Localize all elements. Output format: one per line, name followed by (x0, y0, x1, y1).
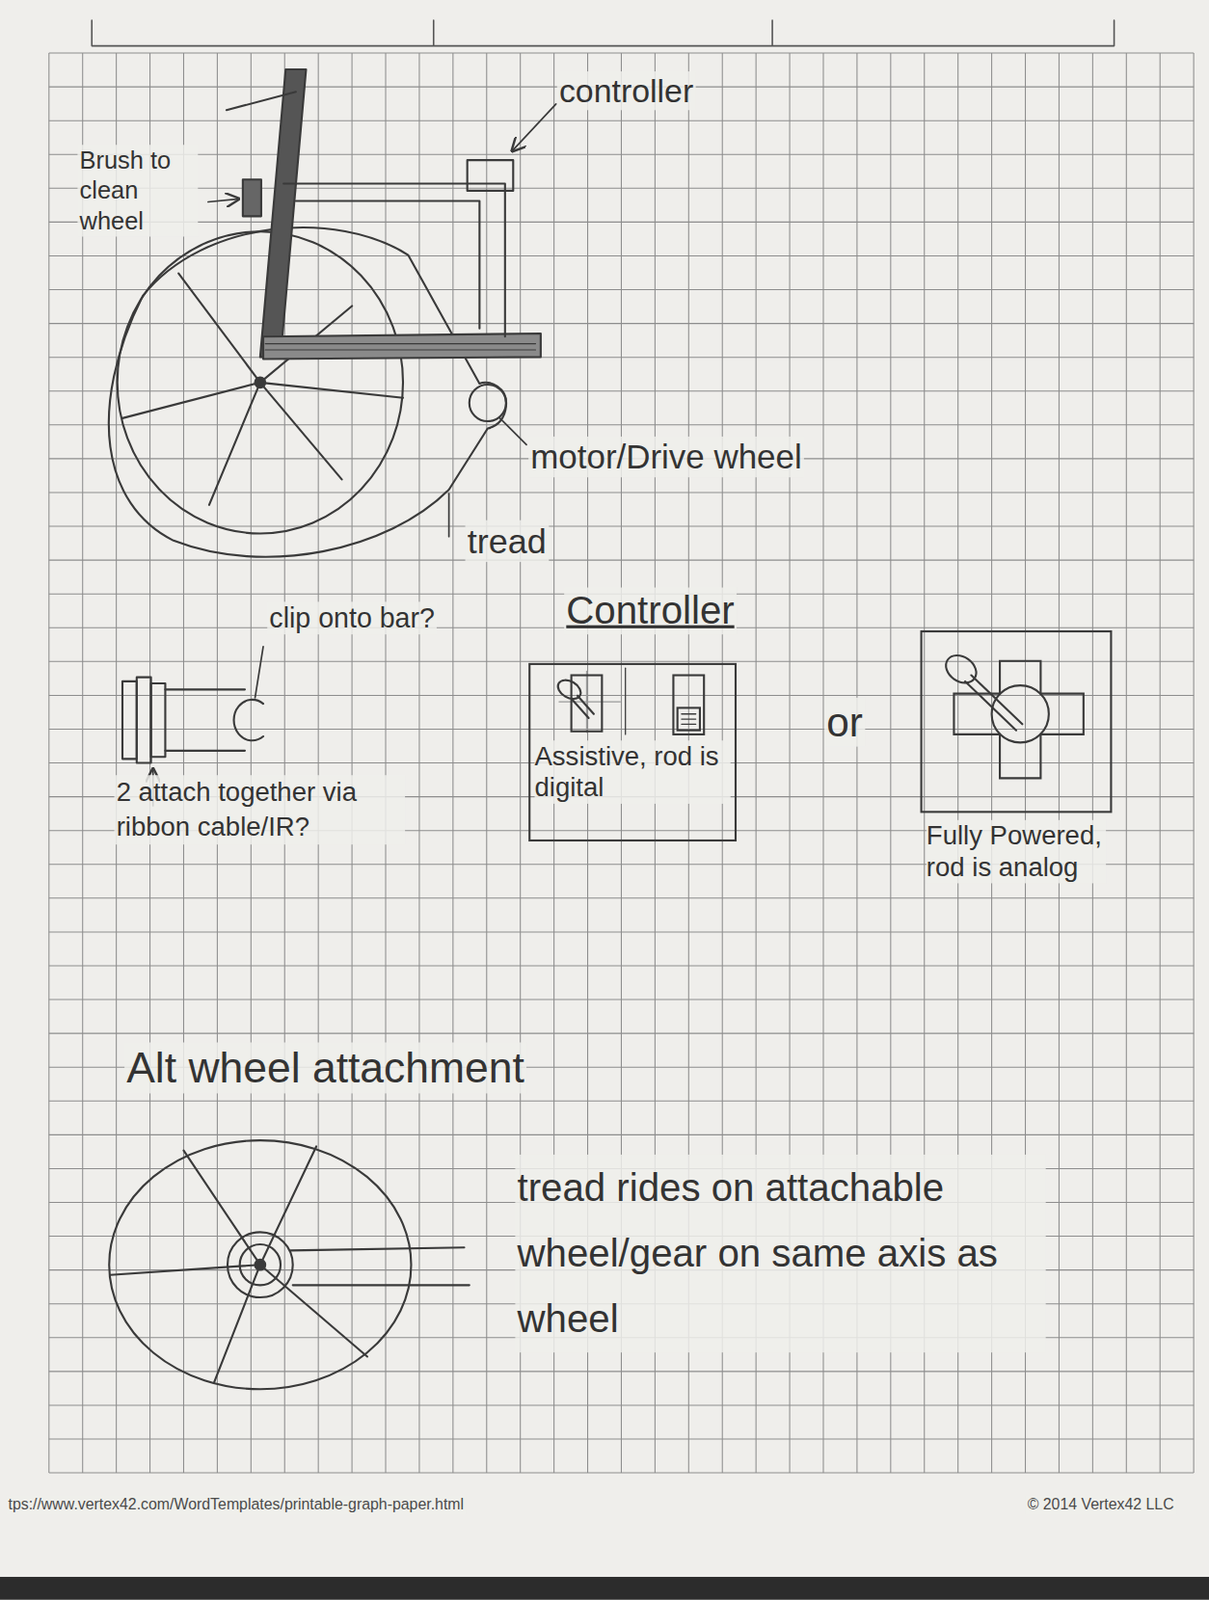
wheel-spokes (109, 1146, 368, 1382)
backrest-bar (260, 69, 307, 357)
grid-line (49, 1033, 1194, 1035)
grid-line (49, 356, 1194, 358)
part-label: motor/Drive wheel (528, 436, 805, 478)
wheel-hub (255, 1260, 267, 1271)
brush (242, 179, 262, 216)
clip-disc (122, 681, 137, 759)
grid-line (49, 52, 1194, 54)
grid-line (49, 390, 1194, 392)
wheel-hub (255, 377, 267, 389)
attach-gear (240, 1244, 281, 1286)
joystick-rod (965, 675, 1022, 731)
grid-line (49, 695, 1194, 697)
grid-line (49, 424, 1194, 426)
grid-line (49, 221, 1194, 223)
option-caption: Assistive, rod is digital (535, 740, 731, 805)
wheel-rim (117, 231, 403, 534)
clip-disc (151, 683, 166, 757)
note: tread rides on attachable wheel/gear on … (514, 1155, 1046, 1353)
leader-arrow (511, 104, 557, 152)
controller-art (920, 630, 1113, 813)
controller-box-small (467, 160, 514, 191)
note: clip onto bar? (267, 601, 437, 635)
grid-line (49, 999, 1194, 1001)
seat-hatch (265, 344, 536, 350)
push-handle (226, 91, 296, 110)
motor-drive-wheel (469, 384, 507, 422)
frame-outer (283, 183, 506, 337)
grid-line (49, 322, 1194, 324)
option-caption: Fully Powered, rod is analog (926, 820, 1106, 885)
grid-line (49, 1473, 1194, 1475)
clip-disc (136, 677, 152, 764)
pencil-stroke (921, 631, 1112, 812)
grid-line (49, 289, 1194, 291)
top-bracket (91, 20, 1114, 46)
slider-track (672, 675, 704, 735)
divider (624, 668, 626, 735)
part-label: controller (557, 71, 697, 111)
clip-c (234, 699, 264, 741)
grid-line (49, 1438, 1194, 1440)
section-heading: Alt wheel attachment (124, 1043, 527, 1095)
grid-line (49, 1101, 1194, 1102)
leader-line (255, 646, 264, 699)
dpad (953, 661, 1083, 780)
note: 2 attach together via ribbon cable/IR? (114, 775, 406, 845)
photo-edge (0, 1577, 1209, 1600)
footer-url: tps://www.vertex42.com/WordTemplates/pri… (5, 1495, 466, 1514)
grid-line (49, 188, 1194, 189)
pencil-stroke (91, 20, 1114, 1390)
wheel-spokes (122, 273, 403, 506)
attach-gear (227, 1232, 294, 1298)
part-label: Brush to clean wheel (77, 144, 198, 237)
grid-line (49, 1134, 1194, 1136)
controller-option-box: Assistive, rod is digital (528, 663, 737, 842)
part-label: tread (465, 520, 549, 563)
grid-line (49, 931, 1194, 933)
grid-line (49, 728, 1194, 730)
graph-grid (49, 53, 1194, 1474)
grid-line (49, 1404, 1194, 1406)
section-heading: Controller (564, 588, 737, 635)
leader-arrow (208, 198, 240, 202)
tread-line (291, 1247, 470, 1286)
tread-loop (108, 227, 507, 558)
leader-line (448, 493, 451, 537)
joystick-rod (572, 696, 594, 719)
joystick-knob (940, 649, 982, 689)
seat-bar (263, 333, 541, 359)
grid-line (49, 491, 1194, 493)
grid-line (49, 154, 1194, 156)
box-outline (921, 631, 1112, 812)
pencil-stroke (529, 664, 736, 841)
frame-inner (295, 200, 480, 328)
grid-line (49, 255, 1194, 257)
leader-line (500, 418, 528, 446)
wheel-rim (108, 1140, 411, 1390)
grid-line (49, 120, 1194, 122)
grid-line (49, 560, 1194, 562)
controller-option-box: Fully Powered, rod is analog (920, 630, 1113, 892)
grid-line (49, 1370, 1194, 1372)
slider-knob (677, 707, 700, 730)
footer-copyright: © 2014 Vertex42 LLC (1025, 1495, 1177, 1514)
slider-grip (681, 714, 697, 726)
box-outline (529, 664, 736, 841)
note: or (824, 698, 865, 748)
grid-line (49, 965, 1194, 967)
grid-line (49, 897, 1194, 899)
